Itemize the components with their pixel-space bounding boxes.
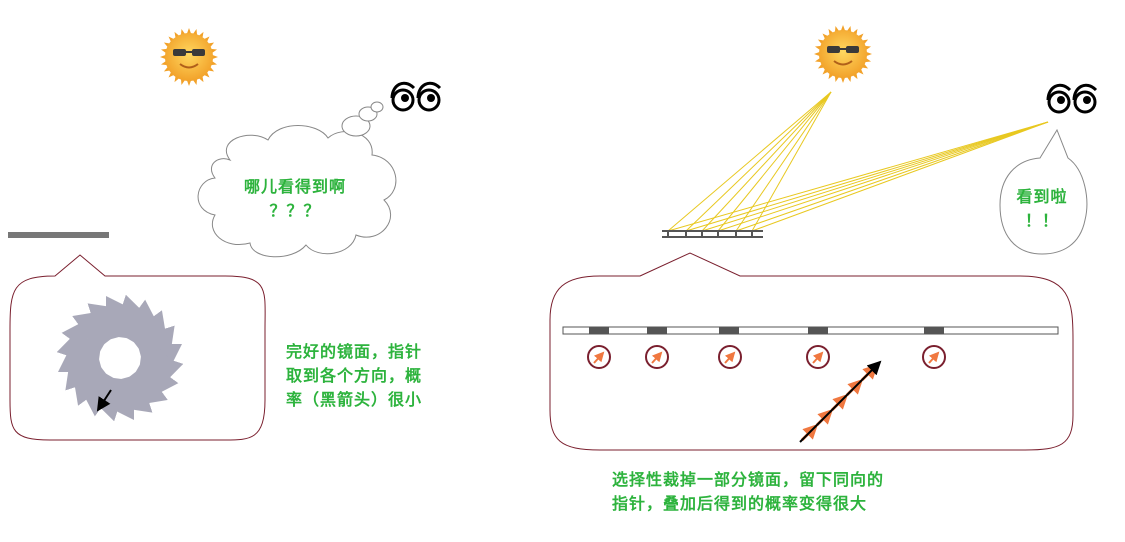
eyes-icon-right [1046,83,1098,114]
right-caption-line1: 选择性裁掉一部分镜面，留下同向的 [612,470,885,489]
phasor-arrow [131,333,162,366]
resultant-arrow-icon-right [799,360,882,443]
speech-text-right: 看到啦 ！！ [1002,185,1082,233]
cloud-text-line1: 哪儿看得到啊 [243,177,346,196]
resultant-arrow-icon-left [96,389,112,412]
phasor-icon [718,345,742,369]
phasor-icon [645,345,669,369]
sun-icon [160,28,218,86]
left-caption-line2: 取到各个方向，概 [286,366,423,385]
cloud-text: 哪儿看得到啊 ？？？ [230,175,360,223]
left-caption-line3: 率（黑箭头）很小 [286,390,423,409]
light-rays [667,91,1049,232]
phasor-icon [587,345,611,369]
eyes-icon-left [390,81,442,112]
left-caption-line1: 完好的镜面，指针 [286,342,423,361]
thought-cloud [197,101,397,258]
phasor-icons [587,345,946,369]
mirror-strip-bottom [562,326,1059,335]
speech-bubble-right [999,128,1088,255]
speech-bubble-left [9,254,266,441]
left-caption: 完好的镜面，指针 取到各个方向，概 率（黑箭头）很小 [286,340,422,412]
sun-icon-right [814,25,872,83]
speech-text-line1: 看到啦 [1016,187,1068,206]
right-caption: 选择性裁掉一部分镜面，留下同向的 指针，叠加后得到的概率变得很大 [612,468,884,516]
phasor-ring [56,294,184,422]
sun-icon [814,25,872,83]
phasor-icon [922,345,946,369]
mirror-right [662,230,763,238]
phasor-icon [806,345,830,369]
cloud-text-line2: ？？？ [269,201,321,220]
speech-text-line2: ！！ [1024,211,1059,230]
right-caption-line2: 指针，叠加后得到的概率变得很大 [612,494,868,513]
mirror-left [8,232,109,238]
sun-icon-left [160,28,218,86]
